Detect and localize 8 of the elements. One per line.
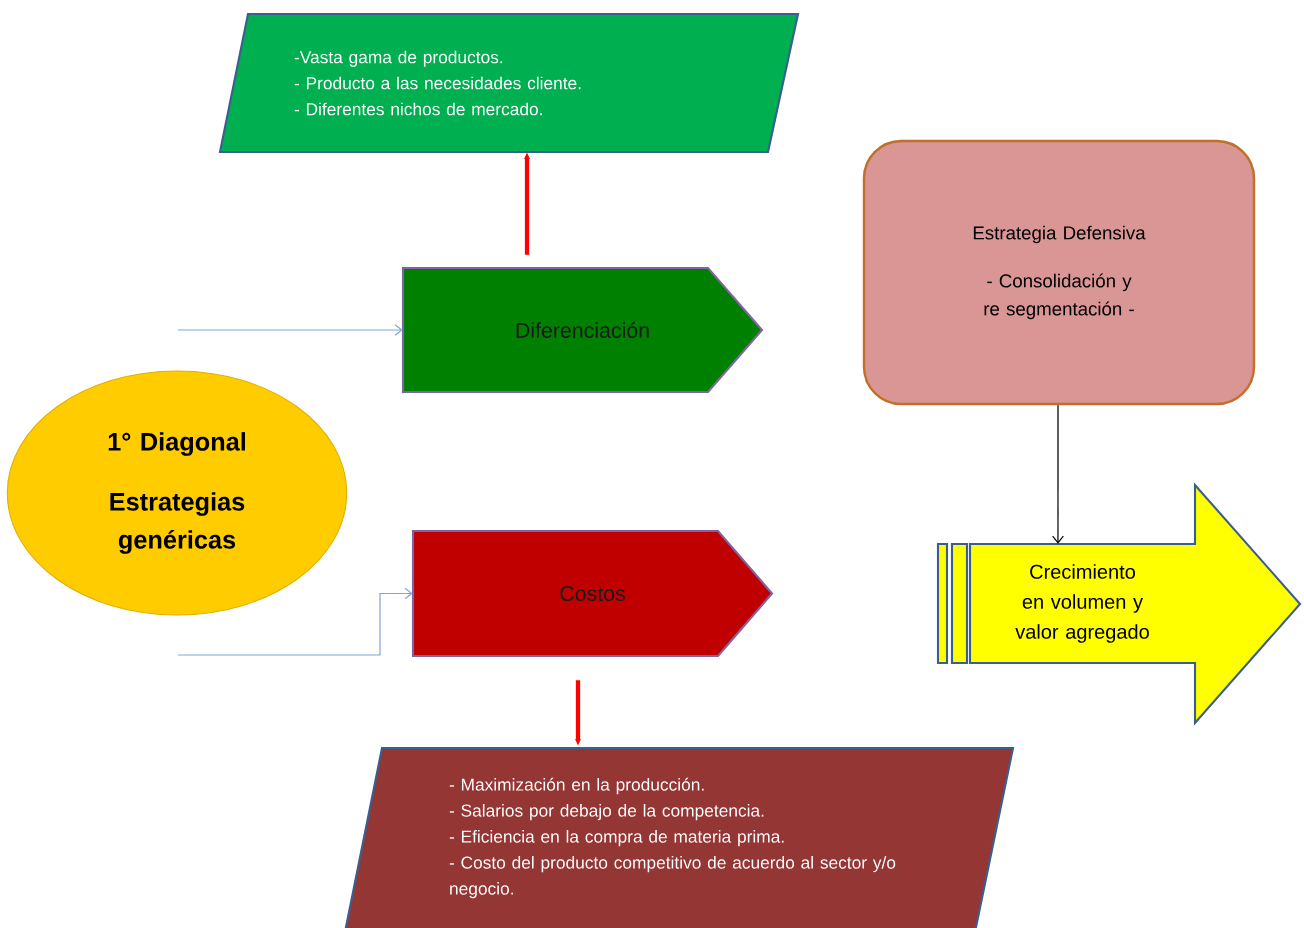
rounded-box: Estrategia Defensiva - Consolidación y re segmentación - — [862, 139, 1256, 406]
arrow — [177, 587, 413, 656]
parallelogram-box: - Maximización en la producción. - Salarios por debajo de la competencia. - Eficiencia en la compra de materia prima. - Costo del producto competitivo de acuerdo al sector y/o negocio. — [343, 746, 1015, 928]
pentagon-box: Diferenciación — [401, 266, 764, 394]
arrow — [1052, 404, 1064, 544]
pentagon-box: Costos — [411, 529, 774, 658]
arrow — [177, 324, 403, 336]
parallelogram-box: -Vasta gama de productos. - Producto a las necesidades cliente. - Diferentes nichos de mercado. — [218, 12, 800, 154]
